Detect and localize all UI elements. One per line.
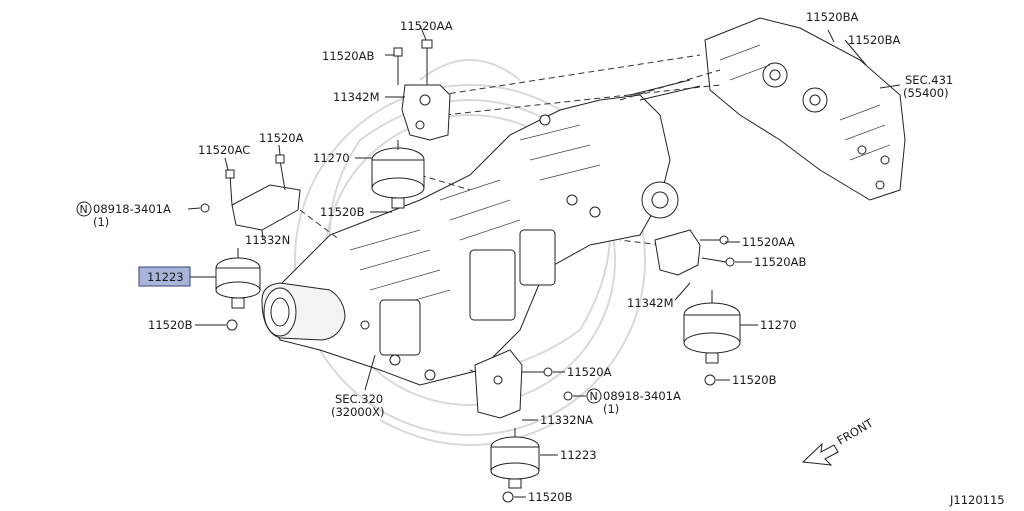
label-11270-right[interactable]: 11270	[760, 318, 797, 332]
label-sec320[interactable]: SEC.320	[335, 392, 383, 406]
label-11520ba-1[interactable]: 11520BA	[806, 10, 858, 24]
label-sec431-sub: (55400)	[903, 86, 949, 100]
label-11520ab-top[interactable]: 11520AB	[322, 49, 374, 63]
label-08918-left-group[interactable]: N 08918-3401A (1)	[76, 201, 171, 229]
bracket-11332n	[225, 154, 301, 231]
label-08918-left: 08918-3401A	[93, 202, 171, 216]
engine-mount-11223-bottom	[490, 428, 540, 503]
bracket-11342m-right	[654, 229, 735, 276]
label-08918-left-qty: (1)	[93, 215, 109, 229]
label-sec431[interactable]: SEC.431	[905, 73, 953, 87]
diagram-id: J1120115	[949, 493, 1005, 507]
label-11520aa-right[interactable]: 11520AA	[742, 235, 795, 249]
label-sec320-sub: (32000X)	[331, 405, 384, 419]
label-front: FRONT	[835, 415, 877, 447]
circled-n-icon	[76, 201, 92, 217]
label-11270-left[interactable]: 11270	[313, 151, 350, 165]
transmission-assembly	[261, 79, 701, 386]
label-leader-lines	[187, 24, 901, 498]
label-11332na[interactable]: 11332NA	[540, 413, 593, 427]
label-11520b-bottom[interactable]: 11520B	[528, 490, 573, 504]
label-11520b-left-low[interactable]: 11520B	[148, 318, 193, 332]
front-indicator: FRONT	[801, 415, 877, 466]
engine-mount-11270-right	[683, 290, 741, 386]
engine-block-section	[704, 17, 906, 201]
label-11520b-right[interactable]: 11520B	[732, 373, 777, 387]
label-11332n[interactable]: 11332N	[245, 233, 290, 247]
bracket-11332na	[474, 349, 573, 419]
label-11520a-top[interactable]: 11520A	[259, 131, 304, 145]
label-11223-left: 11223	[147, 270, 184, 284]
label-11520ac[interactable]: 11520AC	[198, 143, 250, 157]
label-11342m-right[interactable]: 11342M	[627, 296, 674, 310]
engine-mount-11223-left	[200, 203, 261, 331]
label-11520ba-2[interactable]: 11520BA	[848, 33, 900, 47]
label-11520b-left-mid[interactable]: 11520B	[320, 205, 365, 219]
label-08918-bottom-group[interactable]: N 08918-3401A (1)	[586, 388, 681, 416]
label-08918-bottom-qty: (1)	[603, 402, 619, 416]
label-08918-bottom: 08918-3401A	[603, 389, 681, 403]
label-11223-highlighted[interactable]: 11223	[138, 266, 191, 287]
label-11520aa-top[interactable]: 11520AA	[400, 19, 453, 33]
highlight-box	[138, 266, 191, 287]
part-labels: 11520AA 11520AB 11342M 11270 11520B 1152…	[76, 10, 953, 504]
arrow-icon	[801, 442, 839, 466]
watermark-emblem	[294, 59, 646, 446]
bracket-11342m-top	[393, 39, 451, 141]
label-11520a-bottom[interactable]: 11520A	[567, 365, 612, 379]
circled-n-icon	[586, 388, 602, 404]
label-11342m-top[interactable]: 11342M	[333, 90, 380, 104]
circled-n-letter: N	[590, 390, 598, 403]
label-11520ab-right[interactable]: 11520AB	[754, 255, 806, 269]
label-11223-bottom[interactable]: 11223	[560, 448, 597, 462]
circled-n-letter: N	[80, 203, 88, 216]
engine-mount-11270-top	[371, 140, 425, 209]
